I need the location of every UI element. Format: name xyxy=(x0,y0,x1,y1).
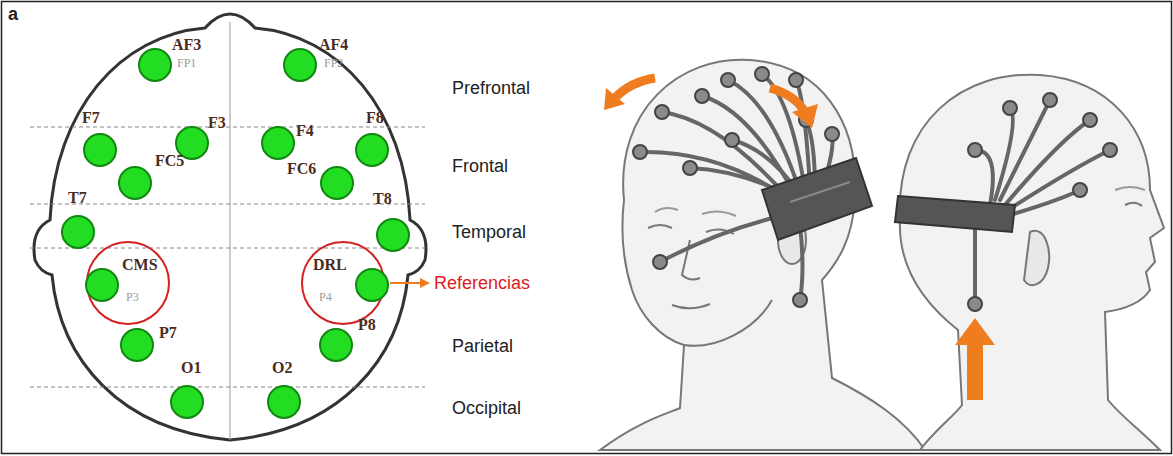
electrode: T7 xyxy=(61,215,95,249)
electrode-label: DRL xyxy=(313,257,347,273)
electrode-label: FC5 xyxy=(155,153,184,169)
electrode-label: CMS xyxy=(122,257,158,273)
electrode: FC5 xyxy=(118,166,152,200)
reference-circle: DRL P4 xyxy=(301,241,385,325)
headset-front xyxy=(633,67,872,307)
orange-arrows xyxy=(604,78,818,128)
electrode-label: F8 xyxy=(366,110,384,126)
leader-arrow xyxy=(390,282,422,284)
electrode-label: T7 xyxy=(68,190,87,206)
electrode-label: F7 xyxy=(82,110,100,126)
electrode: F7 xyxy=(83,133,117,167)
electrode-label: F3 xyxy=(208,115,226,131)
position-label: P3 xyxy=(126,291,139,303)
electrode: P8 xyxy=(319,328,353,362)
reference-circle: CMS P3 xyxy=(86,241,170,325)
region-label: Frontal xyxy=(452,156,508,176)
electrode-label: F4 xyxy=(296,123,314,139)
position-label: P4 xyxy=(319,291,332,303)
orange-arrow-up xyxy=(955,318,995,400)
electrode-label: O1 xyxy=(181,360,201,376)
head-outline xyxy=(34,14,426,440)
electrode: O2 xyxy=(267,385,301,419)
region-label: Prefrontal xyxy=(452,78,530,98)
electrode-label: AF3 xyxy=(172,37,201,53)
electrode-label: P8 xyxy=(358,317,376,333)
head-front-view xyxy=(600,60,925,450)
electrode: AF3FP1 xyxy=(138,48,172,82)
electrode-label: P7 xyxy=(159,325,177,341)
electrode-dot xyxy=(355,268,389,302)
region-label: Temporal xyxy=(452,222,526,242)
electrode: F8 xyxy=(355,133,389,167)
electrode-dot xyxy=(85,268,119,302)
region-dividers xyxy=(30,127,425,387)
electrode: FC6 xyxy=(320,166,354,200)
headset-profile xyxy=(895,93,1117,311)
leader-arrowhead xyxy=(420,278,430,288)
region-label: Parietal xyxy=(452,336,513,356)
electrode: O1 xyxy=(170,385,204,419)
panel-letter: a xyxy=(8,4,18,24)
midline xyxy=(230,22,231,440)
electrode: F4 xyxy=(261,126,295,160)
electrode-label: AF4 xyxy=(319,37,348,53)
electrode: P7 xyxy=(120,328,154,362)
head-profile-view xyxy=(900,75,1164,450)
position-label: FP2 xyxy=(324,57,343,69)
electrode: T8 xyxy=(376,218,410,252)
electrode-label: T8 xyxy=(373,191,392,207)
reference-label: Referencias xyxy=(434,273,530,293)
position-label: FP1 xyxy=(177,57,196,69)
electrode: AF4FP2 xyxy=(283,48,317,82)
region-label: Occipital xyxy=(452,398,521,418)
electrode-label: O2 xyxy=(272,360,292,376)
electrode-label: FC6 xyxy=(287,161,316,177)
